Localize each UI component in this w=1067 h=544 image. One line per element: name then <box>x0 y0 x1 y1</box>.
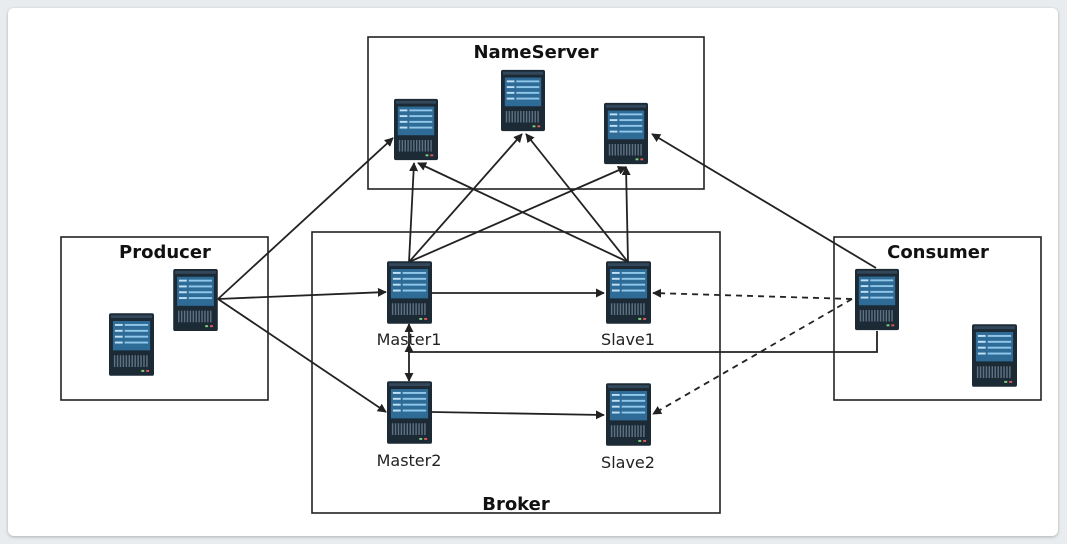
edge-master2-to-slave2 <box>431 410 605 420</box>
broker-title: Broker <box>482 494 550 515</box>
edge-producer-to-master2 <box>217 298 387 413</box>
edge-consumer-to-slave1 <box>652 288 853 300</box>
consumer-server-2-icon <box>972 324 1017 387</box>
producer-title: Producer <box>119 242 211 263</box>
nameserver-title: NameServer <box>473 42 598 63</box>
edge-slave1-to-nameserver2 <box>525 133 629 263</box>
broker-group <box>311 231 721 514</box>
edge-consumer-to-slave2 <box>652 298 853 415</box>
slave1-server-icon <box>606 261 651 324</box>
nameserver-1-server-icon <box>394 98 438 161</box>
nameserver-group <box>367 36 705 190</box>
edge-master1-to-nameserver2 <box>408 133 523 263</box>
master2-label: Master2 <box>377 451 442 470</box>
edge-slave1-to-nameserver3 <box>621 166 631 263</box>
nameserver-2-server-icon <box>501 69 545 132</box>
producer-server-1-icon <box>173 269 218 331</box>
edge-producer-to-master1 <box>217 287 387 300</box>
nameserver-3-server-icon <box>604 102 648 165</box>
edge-slave1-to-nameserver1 <box>417 162 629 263</box>
master1-label: Master1 <box>377 330 442 349</box>
edge-master1-to-nameserver1 <box>408 162 419 263</box>
producer-server-2-icon <box>109 313 154 376</box>
consumer-group <box>833 236 1042 401</box>
master1-server-icon <box>387 261 432 324</box>
consumer-title: Consumer <box>887 242 989 263</box>
slave2-server-icon <box>606 383 651 446</box>
edge-master1-to-nameserver3 <box>408 166 627 263</box>
edge-consumer-to-nameserver3 <box>651 133 877 269</box>
edge-consumer-to-master1 <box>404 323 878 353</box>
edge-producer-to-nameserver1 <box>217 137 394 300</box>
slave1-label: Slave1 <box>601 330 655 349</box>
slave2-label: Slave2 <box>601 453 655 472</box>
consumer-server-1-icon <box>855 268 899 331</box>
master2-server-icon <box>387 381 432 444</box>
producer-group <box>60 236 269 401</box>
